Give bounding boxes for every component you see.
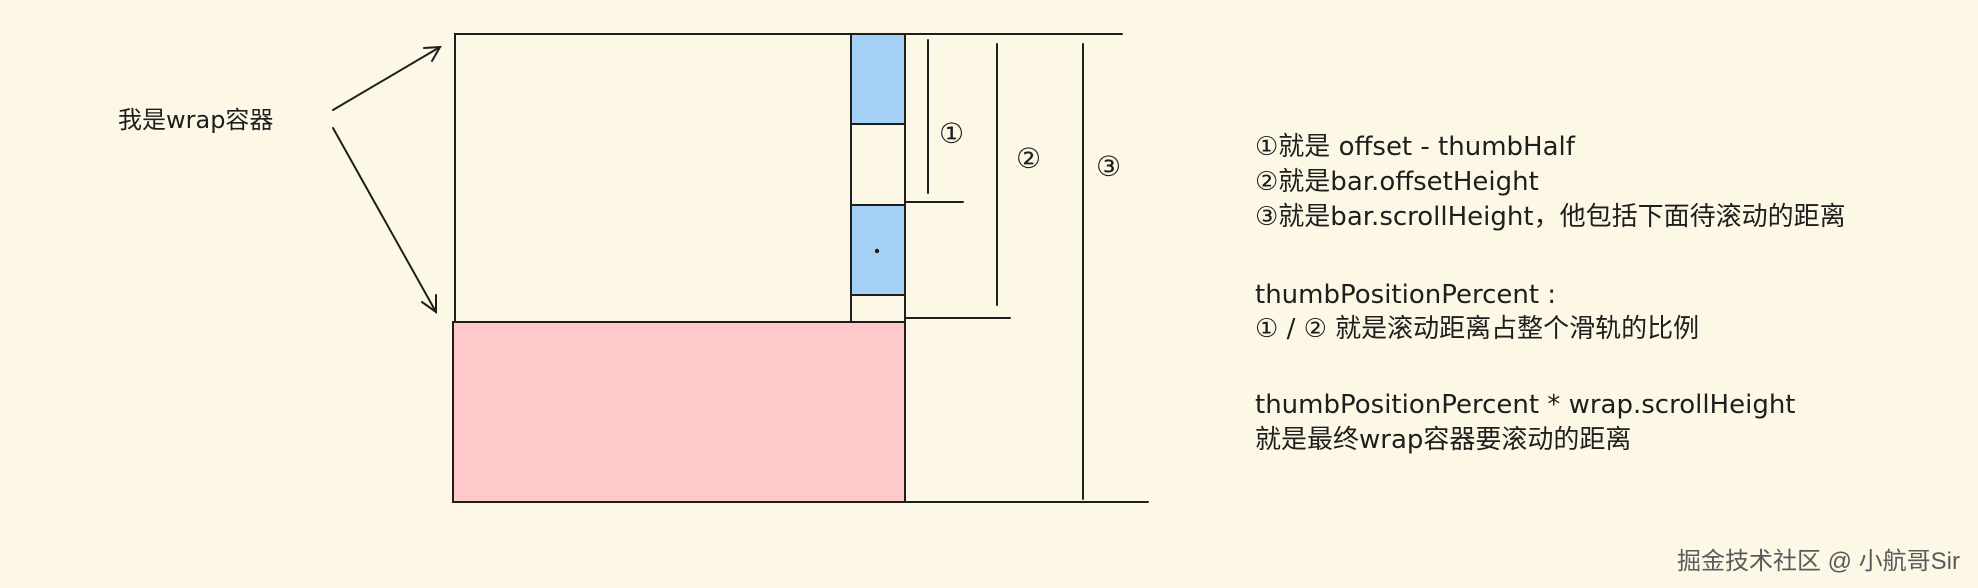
wrap-container (454, 33, 906, 323)
note-line-4: thumbPositionPercent : (1255, 280, 1557, 310)
note-line-7: 就是最终wrap容器要滚动的距离 (1255, 425, 1632, 455)
thumb-center-dot (874, 248, 880, 254)
thumb-initial (850, 33, 906, 125)
note-line-1: ①就是 offset - thumbHalf (1255, 132, 1575, 162)
measure-1-label: ① (939, 117, 964, 150)
wrap-label: 我是wrap容器 (118, 106, 273, 134)
watermark: 掘金技术社区 @ 小航哥Sir (1676, 548, 1960, 575)
arrow-to-wrap-bottom (332, 127, 437, 314)
measure-3-label: ③ (1096, 150, 1121, 183)
note-line-2: ②就是bar.offsetHeight (1255, 167, 1539, 197)
note-line-6: thumbPositionPercent * wrap.scrollHeight (1255, 390, 1796, 420)
measure-2-label: ② (1016, 142, 1041, 175)
arrow-to-wrap-top (332, 45, 442, 111)
note-line-5: ① / ② 就是滚动距离占整个滑轨的比例 (1255, 314, 1700, 344)
hidden-content-area (452, 321, 906, 503)
note-line-3: ③就是bar.scrollHeight，他包括下面待滚动的距离 (1255, 202, 1846, 232)
